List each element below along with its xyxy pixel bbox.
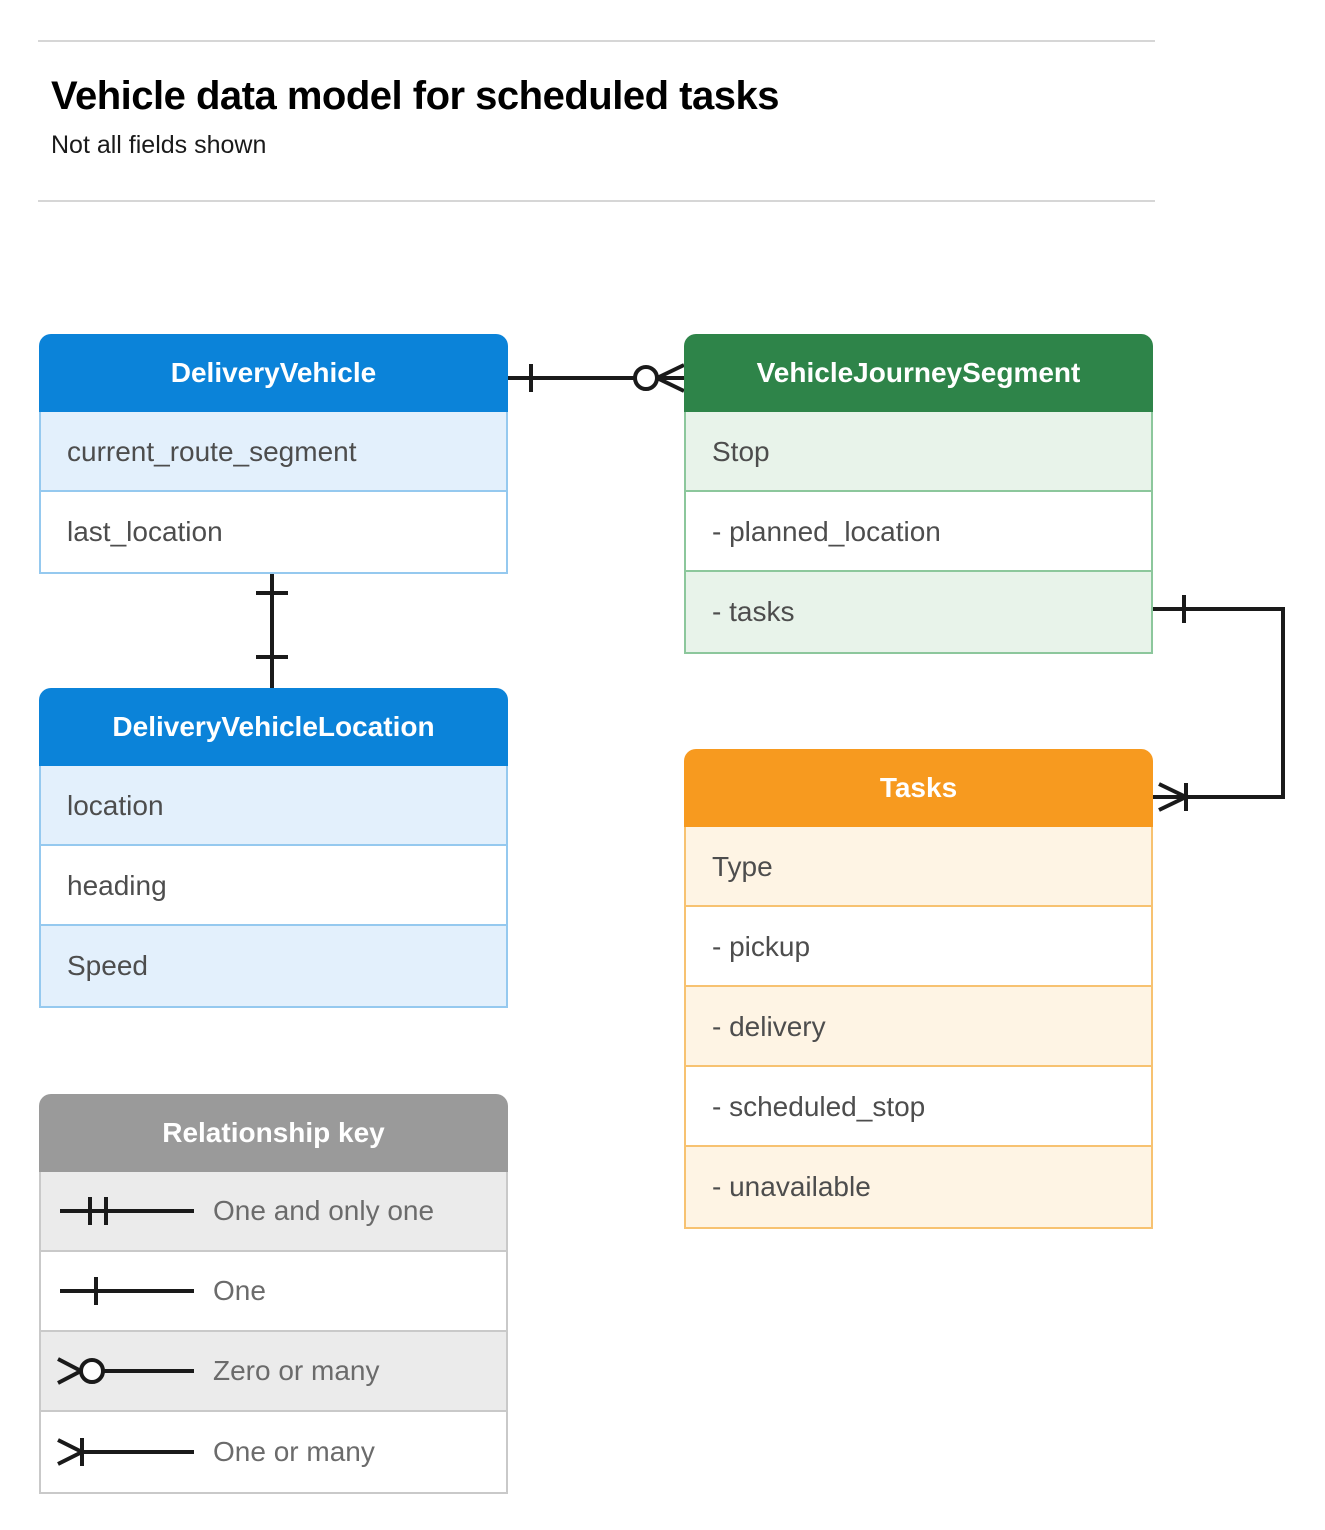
legend-label-one-and-only-one: One and only one [213,1195,435,1226]
entity-field-current-route-segment: current_route_segment [41,412,506,492]
entity-field-stop: Stop [686,412,1151,492]
connector-vehicle-to-segment [508,363,685,393]
legend-header: Relationship key [39,1094,508,1172]
legend-item-one-and-only-one: One and only one [41,1172,506,1252]
relationship-key-legend: Relationship key One and only one [39,1094,508,1494]
connector-vehicle-to-location [256,570,288,688]
entity-tasks[interactable]: Tasks Type - pickup - delivery - schedul… [684,749,1153,1229]
entity-header-delivery-vehicle-location: DeliveryVehicleLocation [39,688,508,766]
legend-label-zero-or-many: Zero or many [213,1355,380,1386]
legend-rows: One and only one One [39,1172,508,1494]
one-or-many-icon [41,1413,213,1491]
legend-item-zero-or-many: Zero or many [41,1332,506,1412]
entity-field-tasks: - tasks [686,572,1151,652]
entity-header-delivery-vehicle: DeliveryVehicle [39,334,508,412]
entity-delivery-vehicle[interactable]: DeliveryVehicle current_route_segment la… [39,334,508,574]
entity-field-delivery: - delivery [686,987,1151,1067]
entity-field-type: Type [686,827,1151,907]
one-and-only-one-icon [41,1172,213,1250]
entity-delivery-vehicle-location[interactable]: DeliveryVehicleLocation location heading… [39,688,508,1008]
entity-field-scheduled-stop: - scheduled_stop [686,1067,1151,1147]
entity-header-tasks: Tasks [684,749,1153,827]
entity-field-planned-location: - planned_location [686,492,1151,572]
legend-label-one: One [213,1275,266,1306]
entity-header-vehicle-journey-segment: VehicleJourneySegment [684,334,1153,412]
legend-label-one-or-many: One or many [213,1436,375,1467]
entity-rows-delivery-vehicle-location: location heading Speed [39,766,508,1008]
header-divider-bottom [38,200,1155,202]
one-icon [41,1252,213,1330]
entity-field-pickup: - pickup [686,907,1151,987]
entity-rows-vehicle-journey-segment: Stop - planned_location - tasks [684,412,1153,654]
entity-field-speed: Speed [41,926,506,1006]
entity-field-unavailable: - unavailable [686,1147,1151,1227]
zero-or-many-icon [41,1332,213,1410]
entity-field-last-location: last_location [41,492,506,572]
entity-vehicle-journey-segment[interactable]: VehicleJourneySegment Stop - planned_loc… [684,334,1153,654]
entity-rows-delivery-vehicle: current_route_segment last_location [39,412,508,574]
header-divider-top [38,40,1155,42]
legend-item-one: One [41,1252,506,1332]
legend-item-one-or-many: One or many [41,1412,506,1492]
entity-rows-tasks: Type - pickup - delivery - scheduled_sto… [684,827,1153,1229]
connector-segment-to-tasks [1153,595,1285,812]
page-subtitle: Not all fields shown [51,131,267,159]
entity-field-heading: heading [41,846,506,926]
page-title: Vehicle data model for scheduled tasks [51,74,779,118]
entity-field-location: location [41,766,506,846]
